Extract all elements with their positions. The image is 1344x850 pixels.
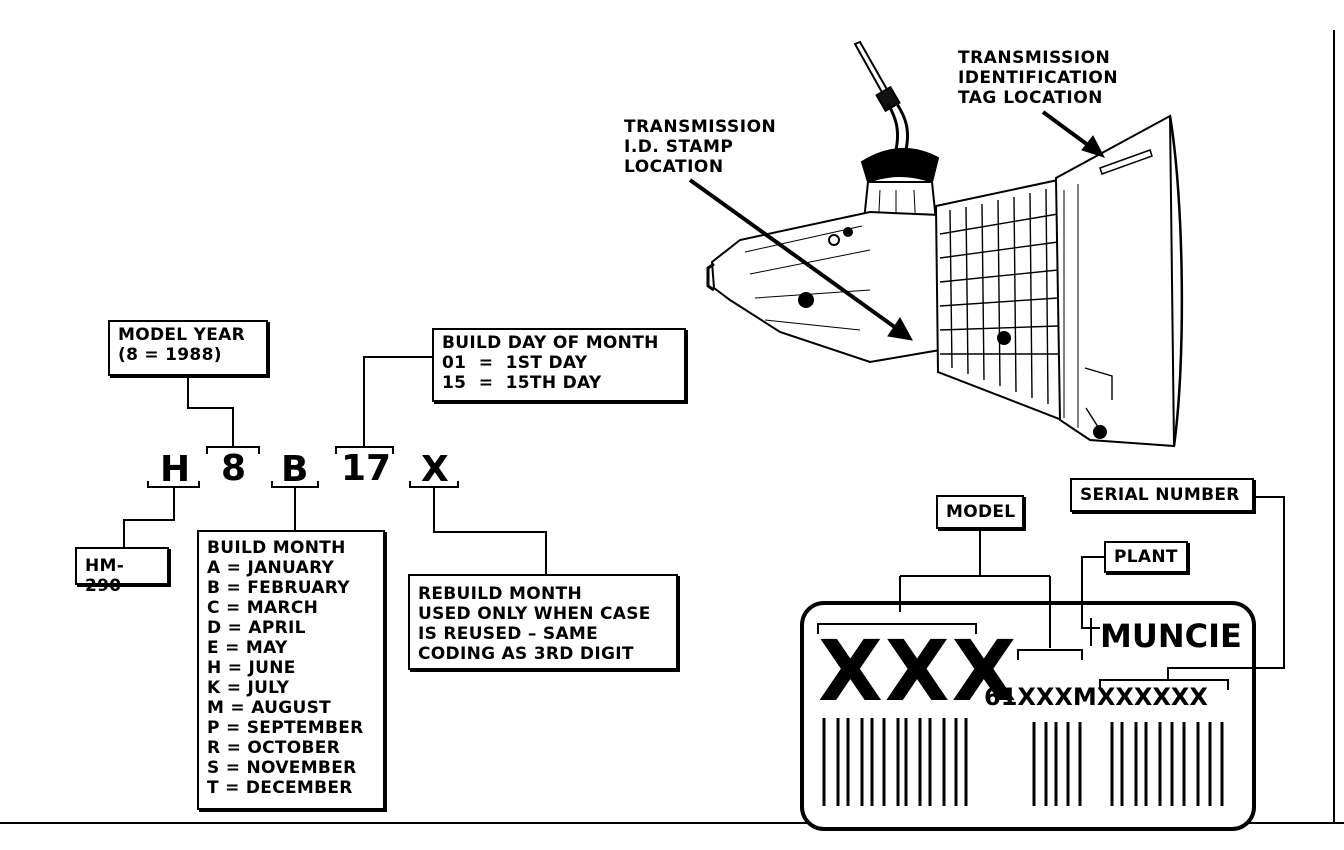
id-tag-plate [1099,149,1153,175]
model-year-box: MODEL YEAR (8 = 1988) [108,320,268,376]
code-leaders [123,356,547,574]
build-month-row: T = DECEMBER [207,778,353,798]
build-month-row: A = JANUARY [207,558,335,578]
callout-line: I.D. STAMP [624,137,734,157]
tag-model-code: XXX [818,622,1019,720]
build-month-row: K = JULY [207,678,290,698]
code-char-model: H [160,449,191,490]
box-line: 01 = 1ST DAY [442,353,588,373]
box-line: CODING AS 3RD DIGIT [418,644,634,664]
tag-plant-label: PLANT [1104,541,1188,573]
build-month-row: H = JUNE [207,658,296,678]
build-month-title: BUILD MONTH [207,538,346,558]
id-stamp-location-callout: TRANSMISSION I.D. STAMP LOCATION [624,117,776,177]
build-month-box: BUILD MONTH A = JANUARY B = FEBRUARY C =… [197,530,385,810]
callout-arrows [688,110,1106,341]
arrow-head-tag [1081,135,1106,158]
tag-serial-label: SERIAL NUMBER [1070,478,1254,512]
transmission-illustration [706,40,1184,448]
callout-line: IDENTIFICATION [958,68,1119,88]
box-line: BUILD DAY OF MONTH [442,333,659,353]
model-name-box: HM-290 [75,547,169,596]
code-char-month: B [281,449,309,490]
bellhousing [1054,114,1176,448]
serial-mid: XXXM [1017,683,1097,711]
code-char-year: 8 [221,448,247,489]
box-line: 15 = 15TH DAY [442,373,602,393]
build-month-row: C = MARCH [207,598,319,618]
build-month-row: S = NOVEMBER [207,758,357,778]
arrow-head-stamp [887,317,913,341]
code-char-rebuild: X [421,449,449,490]
shift-boot [860,148,940,184]
build-month-row: P = SEPTEMBER [207,718,364,738]
barcode [822,718,1224,806]
box-line: REBUILD MONTH [418,584,582,604]
case-ribs [939,188,1059,405]
tag-plant-name: MUNCIE [1100,617,1242,655]
tailshaft-housing [710,210,941,364]
build-month-row: D = APRIL [207,618,306,638]
build-day-box: BUILD DAY OF MONTH 01 = 1ST DAY 15 = 15T… [432,328,686,402]
build-month-row: M = AUGUST [207,698,332,718]
box-line: IS REUSED – SAME [418,624,599,644]
box-line: (8 = 1988) [118,345,222,365]
id-tag [800,496,1285,831]
box-line: MODEL YEAR [118,325,246,345]
callout-line: LOCATION [624,157,724,177]
serial-prefix: 61 [984,683,1018,711]
build-month-row: R = OCTOBER [207,738,341,758]
code-char-day: 17 [341,448,392,489]
id-tag-location-callout: TRANSMISSION IDENTIFICATION TAG LOCATION [958,48,1118,108]
tag-model-label: MODEL [936,495,1024,529]
rebuild-month-box: REBUILD MONTH USED ONLY WHEN CASE IS REU… [408,574,678,670]
callout-line: TAG LOCATION [958,88,1103,108]
build-month-row: B = FEBRUARY [207,578,350,598]
tag-serial-number: 61XXXMXXXXXX [984,682,1208,712]
serial-tail: XXXXXX [1096,683,1208,711]
build-month-row: E = MAY [207,638,288,658]
tag-plate-outline [800,601,1256,831]
callout-line: TRANSMISSION [624,117,777,137]
callout-line: TRANSMISSION [958,48,1111,68]
box-line: USED ONLY WHEN CASE [418,604,651,624]
